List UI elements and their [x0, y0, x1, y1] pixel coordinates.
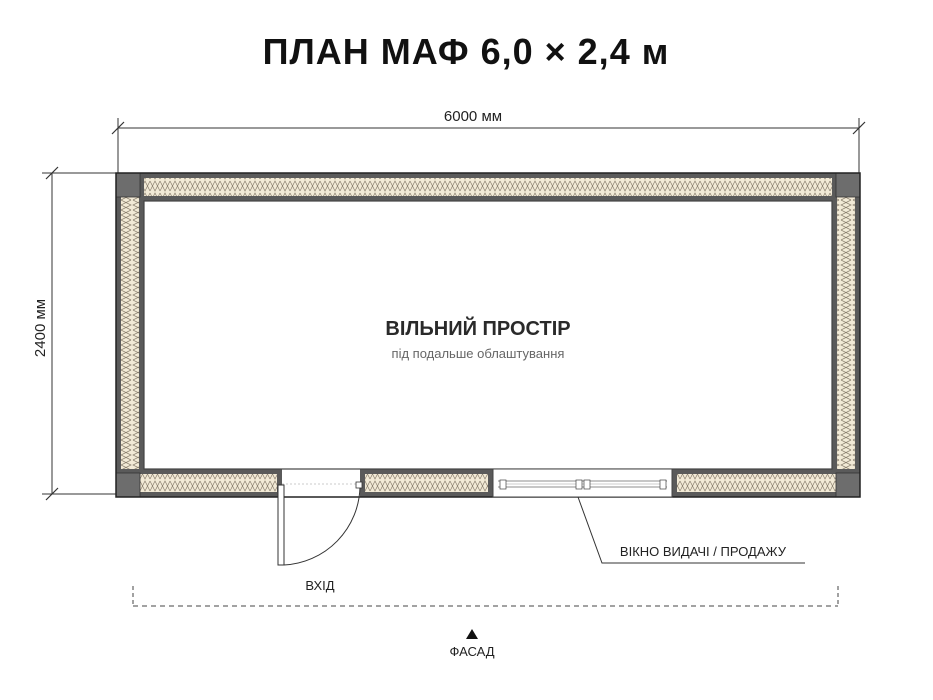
plan-title: ПЛАН МАФ 6,0 × 2,4 м: [263, 31, 670, 72]
walls: [115, 172, 861, 498]
window-label: ВІКНО ВИДАЧІ / ПРОДАЖУ: [620, 544, 787, 559]
entrance-label: ВХІД: [305, 578, 334, 593]
width-dimension: 6000 мм: [111, 108, 866, 178]
facade-arrow-icon: [466, 629, 478, 639]
height-label: 2400 мм: [32, 299, 49, 357]
facade-label: ФАСАД: [450, 644, 495, 659]
height-dimension: 2400 мм: [32, 166, 116, 501]
entrance-door: [277, 481, 363, 566]
room-name: ВІЛЬНИЙ ПРОСТІР: [385, 316, 570, 340]
room-subtitle: під подальше облаштування: [392, 346, 565, 361]
facade-line: [132, 586, 839, 607]
sales-window: [492, 468, 673, 498]
window-leader-line: [577, 496, 805, 564]
width-label: 6000 мм: [444, 108, 502, 125]
